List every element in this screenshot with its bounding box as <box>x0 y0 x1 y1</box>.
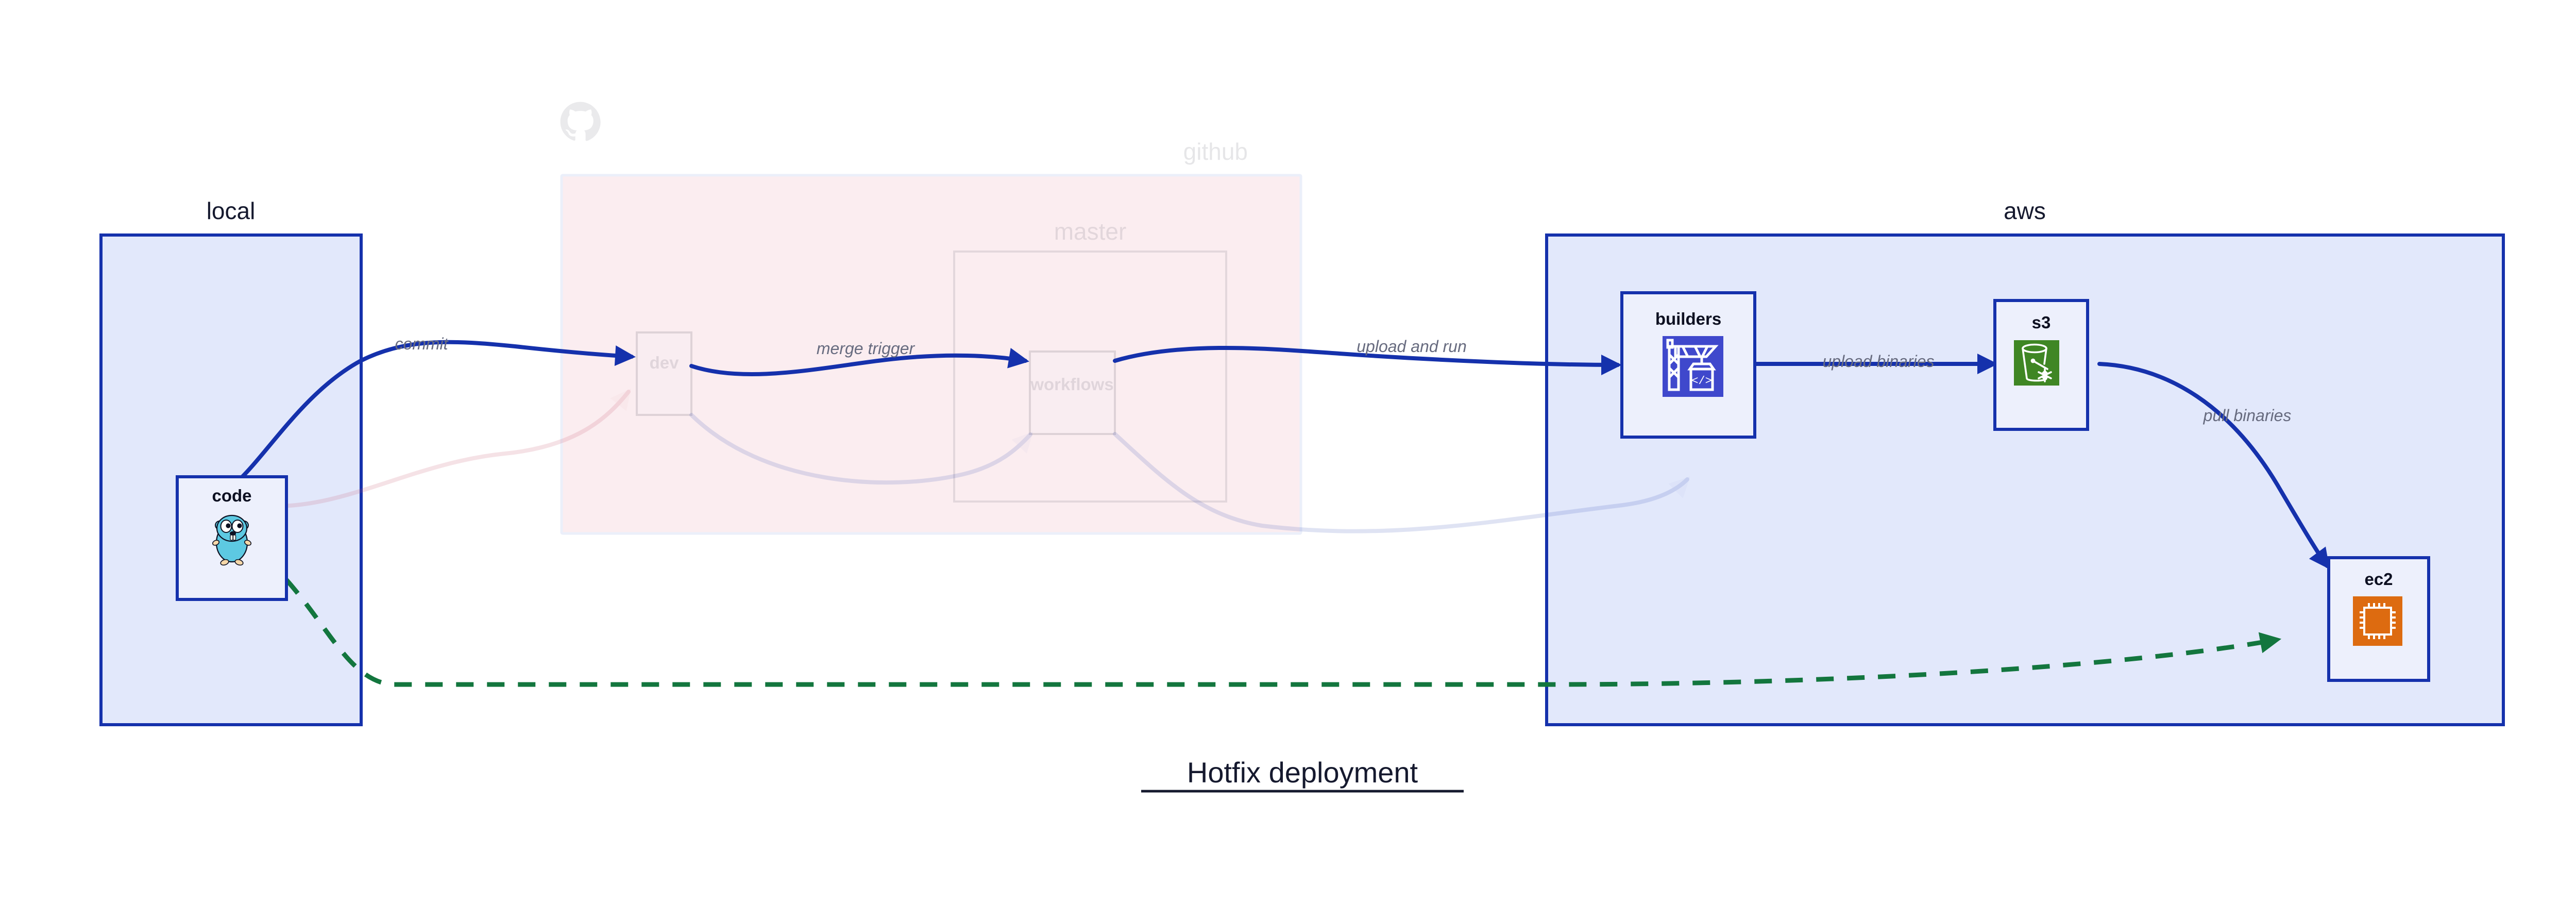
node-code-label: code <box>212 486 251 505</box>
github-octocat-icon <box>560 102 601 141</box>
svg-text:</>: </> <box>1691 375 1712 388</box>
group-github[interactable]: github master dev workflows <box>560 102 1302 535</box>
node-s3-label: s3 <box>2032 313 2051 332</box>
aws-codebuild-crane-icon: </> <box>1663 336 1723 397</box>
node-code[interactable]: code <box>176 475 288 601</box>
edge-ghost-code-dev <box>240 388 631 508</box>
node-builders[interactable]: builders <box>1620 291 1756 439</box>
node-dev-rect[interactable] <box>636 331 692 416</box>
group-github-label: github <box>1183 138 1248 165</box>
node-ec2[interactable]: ec2 <box>2327 556 2430 682</box>
aws-s3-glacier-bucket-icon <box>2014 340 2059 386</box>
node-workflows[interactable]: workflows <box>1029 350 1116 435</box>
edge-pull-binaries-label: pull binaries <box>2203 406 2292 425</box>
subgroup-master[interactable]: master <box>953 218 1227 503</box>
subgroup-master-rect[interactable] <box>953 250 1227 503</box>
edge-commit-label: commit <box>395 335 448 353</box>
edge-upload-binaries-label: upload binaries <box>1822 352 1934 371</box>
edge-merge-trigger-line <box>689 348 1029 376</box>
node-builders-label: builders <box>1655 309 1721 328</box>
diagram-title: Hotfix deployment <box>1141 756 1464 793</box>
edge-merge-trigger-label: merge trigger <box>817 339 916 358</box>
edge-upload-and-run-line <box>1113 346 1622 375</box>
node-s3-rect[interactable] <box>1993 299 2089 431</box>
node-dev-label: dev <box>650 353 680 372</box>
node-s3[interactable]: s3 <box>1993 299 2089 431</box>
node-ec2-label: ec2 <box>2364 570 2393 589</box>
subgroup-master-label: master <box>1054 218 1127 245</box>
edge-commit-line <box>234 340 636 485</box>
diagram-title-text: Hotfix deployment <box>1187 756 1418 789</box>
node-workflows-rect[interactable] <box>1029 350 1116 435</box>
group-local-label: local <box>207 197 256 224</box>
edge-upload-and-run-label: upload and run <box>1357 337 1467 356</box>
edge-ghost-dev-workflows <box>689 413 1033 485</box>
edge-pull-binaries-line <box>2097 362 2330 570</box>
edge-ghost-workflows-builders <box>1113 432 1690 533</box>
group-aws-label: aws <box>2004 197 2046 224</box>
node-dev[interactable]: dev <box>636 331 692 416</box>
node-workflows-label: workflows <box>1030 375 1113 394</box>
group-local[interactable]: local <box>99 197 363 726</box>
go-gopher-icon <box>212 514 252 566</box>
aws-ec2-chip-icon <box>2353 596 2402 646</box>
